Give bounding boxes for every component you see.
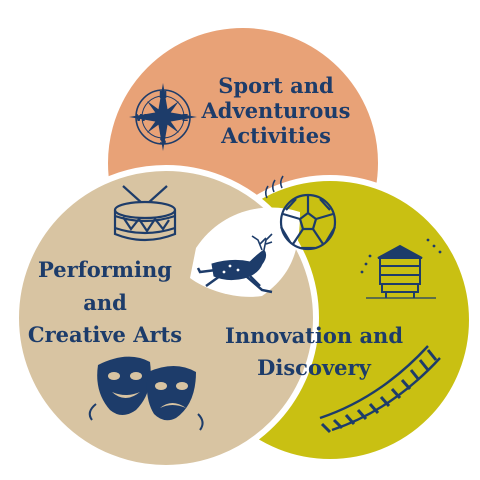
label-line: Creative Arts xyxy=(27,322,183,348)
beehive-icon xyxy=(360,238,442,299)
theatre-masks-icon xyxy=(88,356,204,431)
compass-letter-e: E xyxy=(182,113,189,124)
label-line: Performing xyxy=(38,257,172,282)
football-icon xyxy=(264,175,337,251)
compass-letter-n: N xyxy=(159,90,167,101)
label-line: Innovation and xyxy=(225,323,403,348)
label-performing-creative: Performing and Creative Arts xyxy=(20,254,190,352)
label-line: Sport and xyxy=(218,73,334,98)
compass-letter-s: S xyxy=(159,136,166,147)
label-innovation-discovery: Innovation and Discovery xyxy=(214,320,414,383)
leaping-deer-icon xyxy=(196,233,273,294)
label-line: Adventurous xyxy=(201,97,351,123)
label-line: Activities xyxy=(221,122,331,148)
compass-letter-w: W xyxy=(135,113,146,124)
label-sport-adventurous: Sport and Adventurous Activities xyxy=(196,73,356,148)
label-line: and xyxy=(83,289,127,315)
label-line: Discovery xyxy=(257,354,371,380)
railway-track-icon xyxy=(319,345,441,434)
drum-icon xyxy=(113,185,177,242)
compass-rose-icon: N E S W xyxy=(129,83,197,151)
